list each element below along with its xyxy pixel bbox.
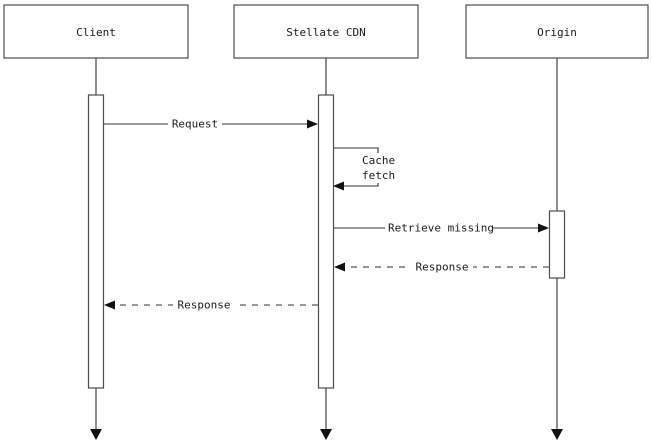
activation-bar-origin (548, 210, 566, 279)
message-cache-fetch[interactable]: Cache fetch (333, 147, 402, 191)
message-label-response-origin: Response (416, 261, 469, 274)
message-label-background-response-origin (411, 260, 473, 274)
message-label-background-cache-fetch (360, 153, 402, 183)
participant-client[interactable]: Client (3, 4, 189, 59)
participant-label-origin: Origin (537, 26, 577, 39)
message-label-request: Request (172, 118, 218, 131)
message-label-retrieve-missing: Retrieve missing (388, 222, 494, 235)
lifeline-end-arrow-client (90, 429, 102, 440)
message-arrowhead-request (307, 119, 318, 129)
message-arrowhead-response-client (104, 300, 115, 310)
activation-bars-group (87, 94, 566, 389)
message-label-response-client: Response (178, 299, 231, 312)
message-response-client[interactable]: Response (104, 298, 318, 312)
message-retrieve-missing[interactable]: Retrieve missing (334, 221, 549, 235)
participant-label-cdn: Stellate CDN (286, 26, 365, 39)
message-label-background-retrieve-missing (385, 221, 493, 235)
message-arrowhead-retrieve-missing (538, 223, 549, 233)
message-request[interactable]: Request (104, 117, 318, 131)
lifeline-end-arrow-cdn (320, 429, 332, 440)
message-label-background-request (168, 117, 222, 131)
participant-label-client: Client (76, 26, 116, 39)
message-response-origin[interactable]: Response (334, 260, 549, 274)
participant-cdn[interactable]: Stellate CDN (233, 4, 419, 59)
lifeline-terminators-group (90, 429, 563, 440)
activation-bar-client (87, 94, 105, 389)
message-arrowhead-cache-fetch (333, 181, 344, 191)
participant-box-client[interactable] (3, 4, 189, 59)
participant-box-cdn[interactable] (233, 4, 419, 59)
participant-origin[interactable]: Origin (465, 4, 649, 59)
message-label-background-response-client (173, 298, 235, 312)
message-arrowhead-response-origin (334, 262, 345, 272)
message-label-cache-fetch-line1: Cache (362, 154, 395, 167)
participant-box-origin[interactable] (465, 4, 649, 59)
activation-bar-cdn (317, 94, 335, 389)
message-label-cache-fetch-line2: fetch (362, 169, 395, 182)
lifeline-end-arrow-origin (551, 429, 563, 440)
